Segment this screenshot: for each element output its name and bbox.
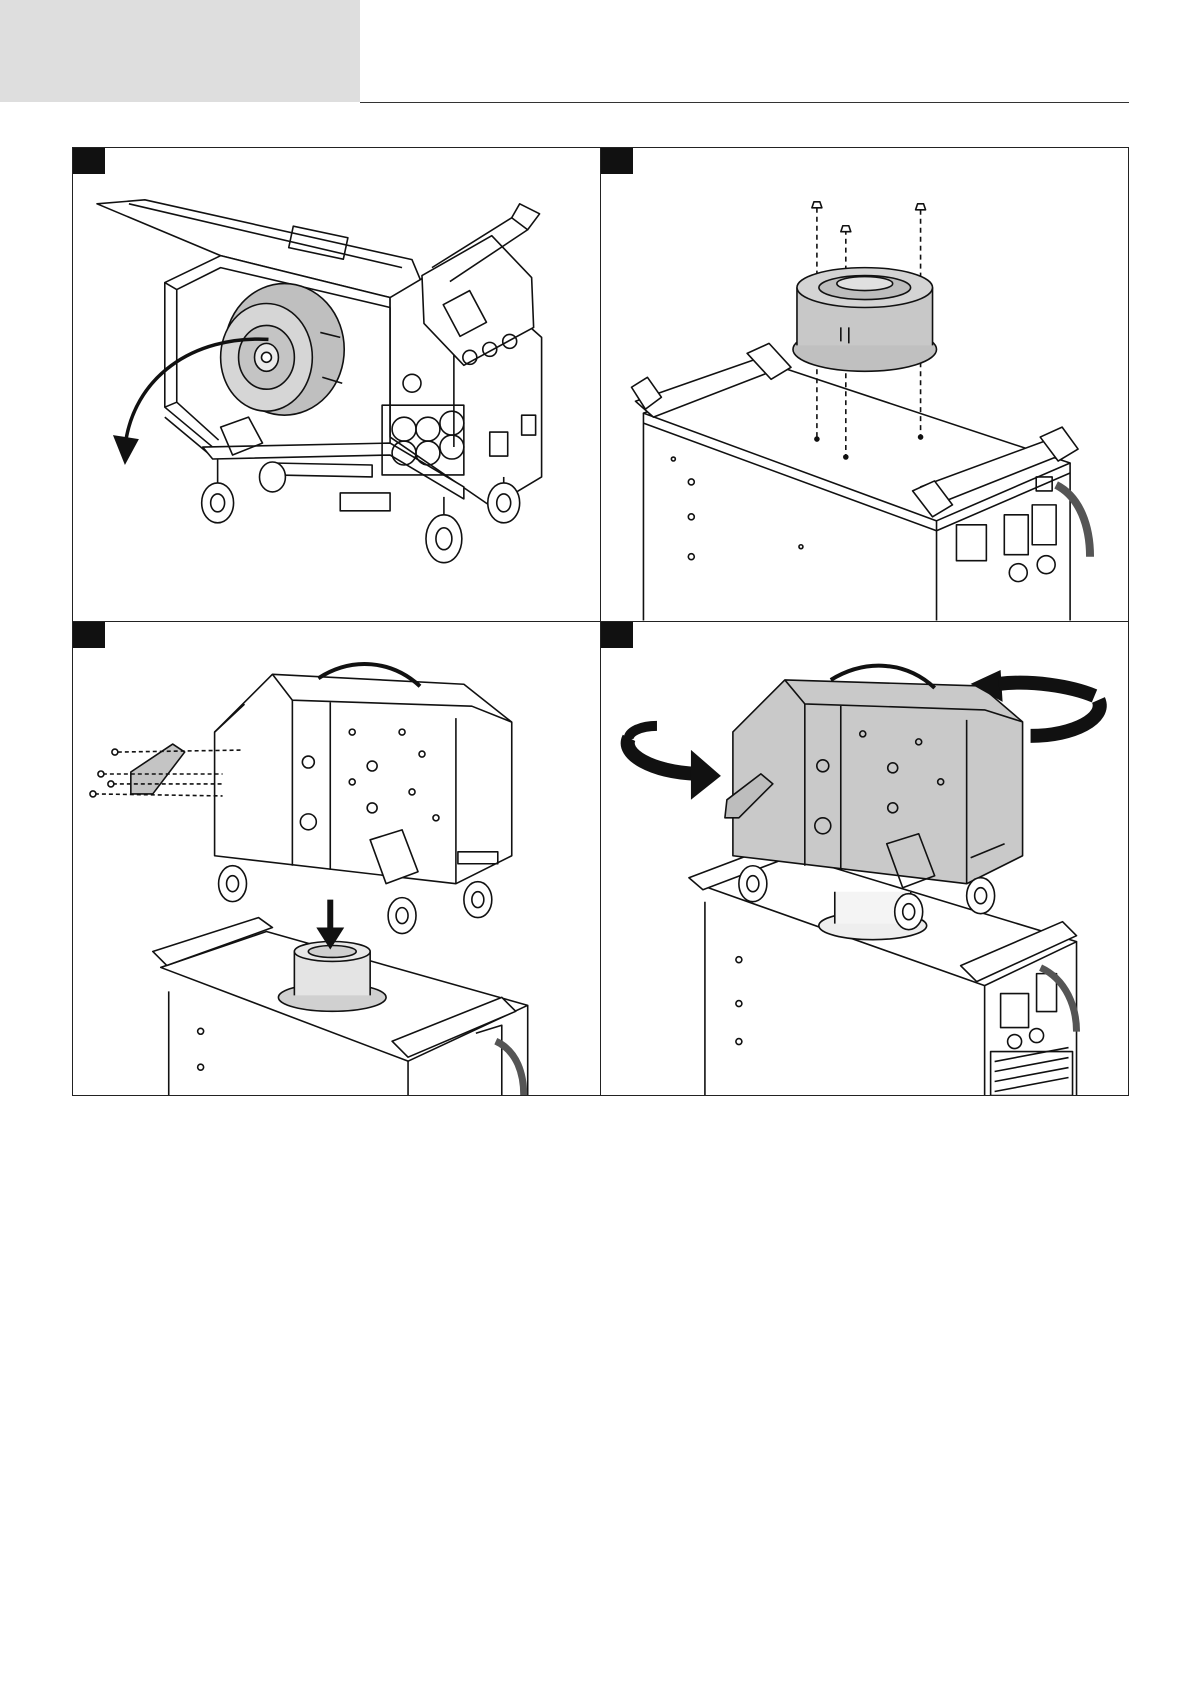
adapter-mount-illustration	[601, 148, 1129, 621]
panel-step-4	[601, 622, 1129, 1096]
panel-step-1	[73, 148, 601, 622]
lower-feeder-illustration	[73, 622, 600, 1096]
panel-step-2	[601, 148, 1129, 622]
panel-step-3	[73, 622, 601, 1096]
figure-grid	[72, 147, 1129, 1096]
header-tab	[0, 0, 360, 102]
header-rule	[360, 102, 1129, 103]
rotate-feeder-illustration	[601, 622, 1129, 1096]
wire-feeder-open-illustration	[73, 148, 600, 621]
